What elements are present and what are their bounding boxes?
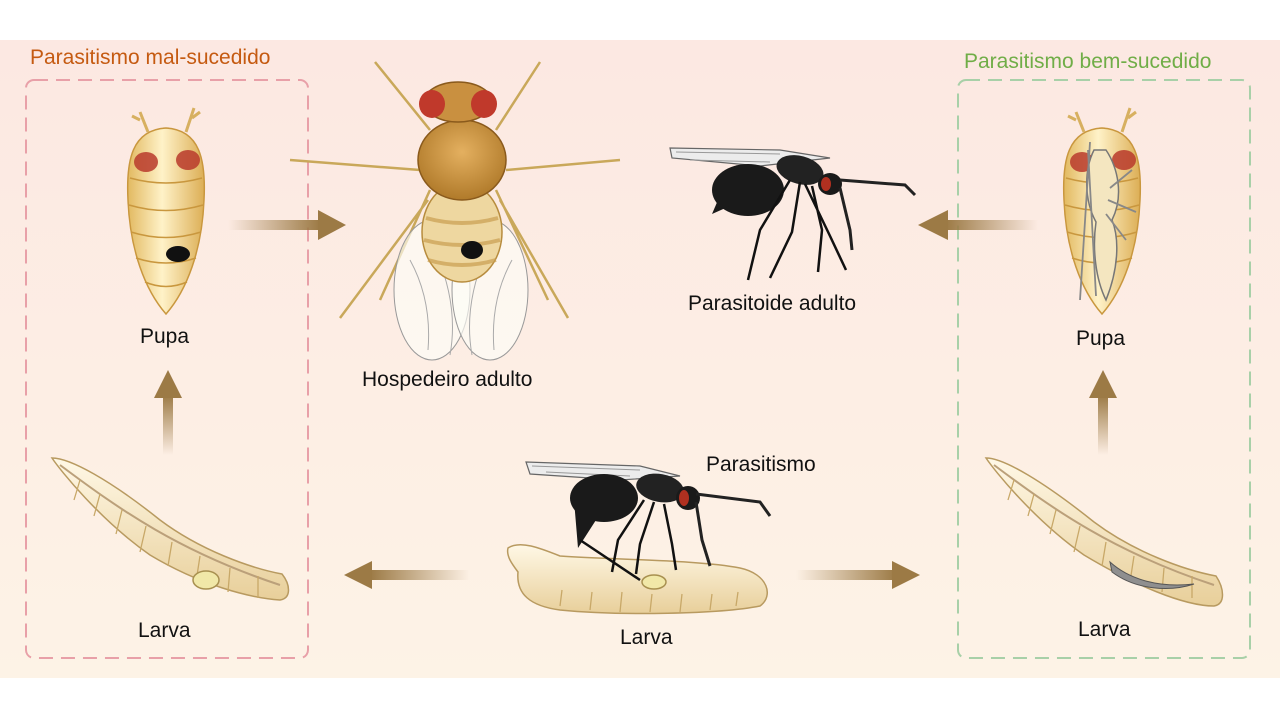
center-larva-with-wasp-image bbox=[506, 461, 772, 615]
host-adult-fly-image bbox=[289, 61, 621, 361]
unsuccessful-box bbox=[25, 79, 309, 659]
right-larva-image bbox=[984, 457, 1224, 607]
label-parasitism: Parasitismo bbox=[706, 453, 816, 476]
label-larva-center: Larva bbox=[620, 626, 673, 649]
right-pupa-image bbox=[1062, 107, 1142, 316]
label-pupa-right: Pupa bbox=[1076, 327, 1126, 350]
label-pupa-left: Pupa bbox=[140, 325, 190, 348]
left-larva-image bbox=[50, 457, 290, 601]
title-successful: Parasitismo bem-sucedido bbox=[964, 50, 1212, 73]
arrow-center-to-right-larva bbox=[796, 561, 920, 589]
successful-box bbox=[957, 79, 1251, 659]
arrow-right-larva-to-pupa bbox=[1089, 370, 1117, 455]
left-pupa-image bbox=[126, 107, 206, 316]
label-parasitoid-adult: Parasitoide adulto bbox=[688, 292, 857, 315]
parasitoid-adult-wasp-image bbox=[669, 147, 917, 281]
arrow-left-larva-to-pupa bbox=[154, 370, 182, 455]
label-larva-left: Larva bbox=[138, 619, 191, 642]
label-host-adult: Hospedeiro adulto bbox=[362, 368, 533, 391]
arrow-pupa-to-parasitoid bbox=[918, 210, 1038, 240]
arrow-pupa-to-host bbox=[228, 210, 346, 240]
arrow-center-to-left-larva bbox=[344, 561, 470, 589]
title-unsuccessful: Parasitismo mal-sucedido bbox=[30, 46, 271, 69]
label-larva-right: Larva bbox=[1078, 618, 1131, 641]
